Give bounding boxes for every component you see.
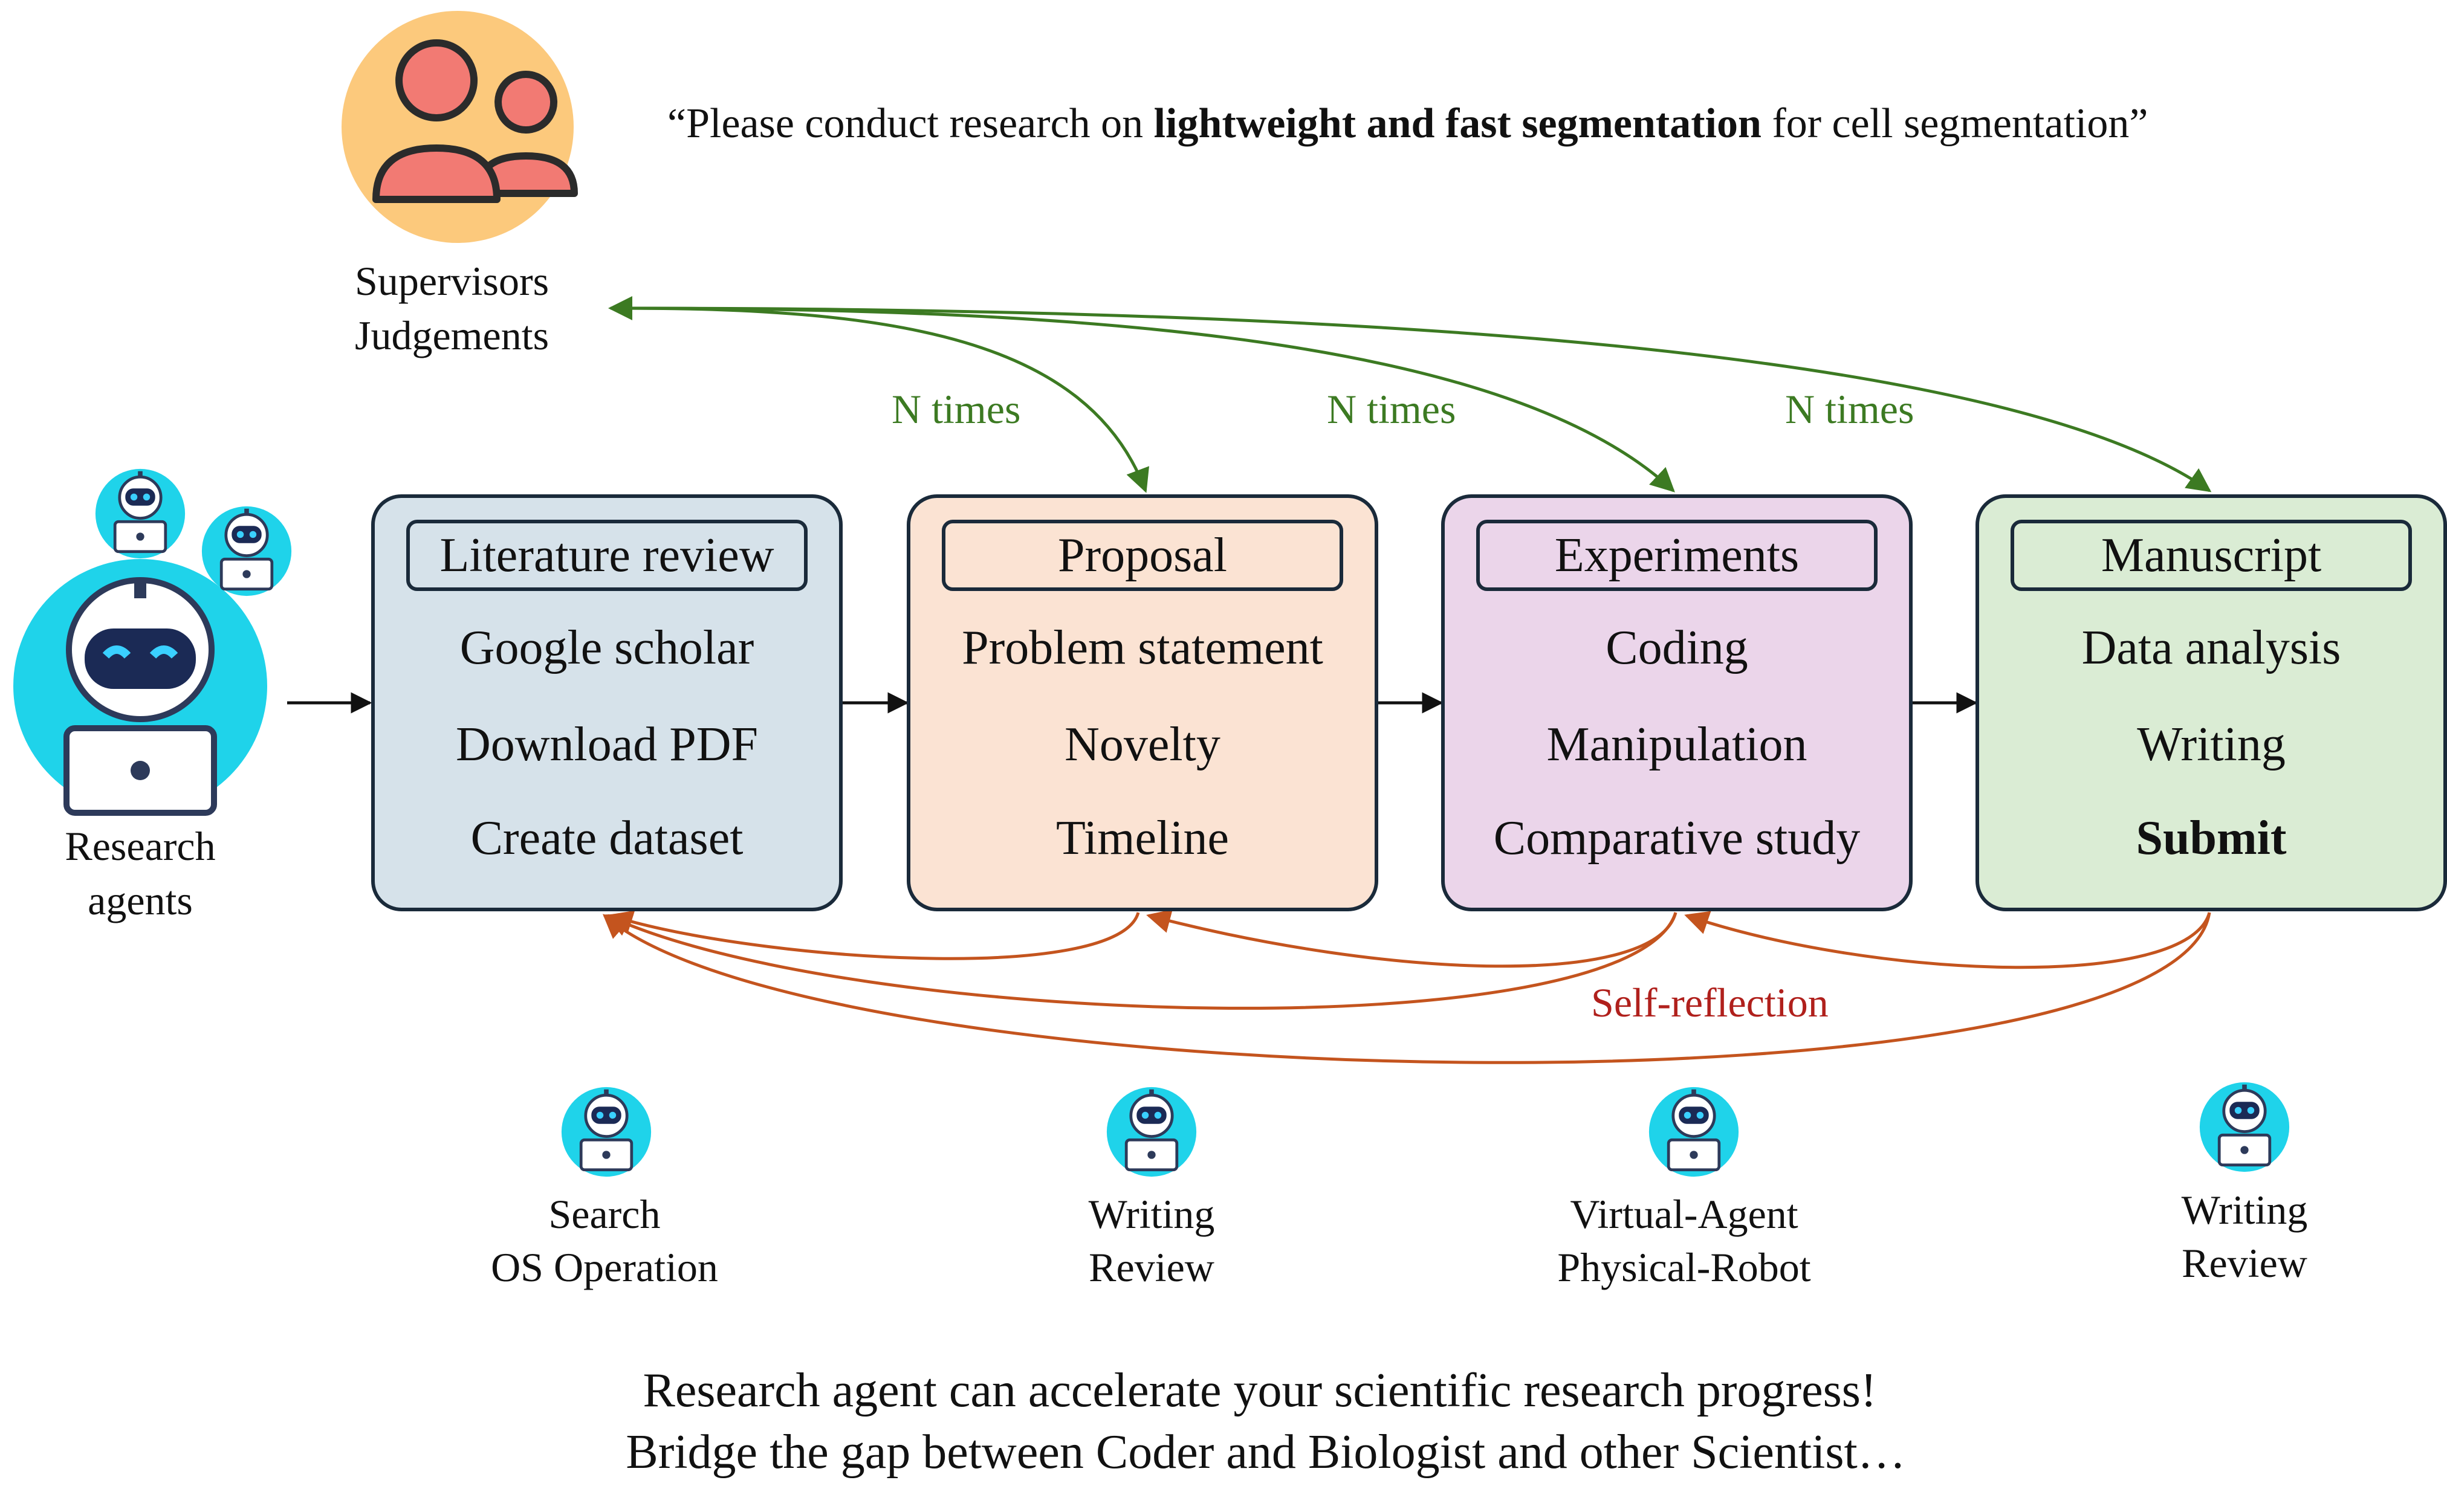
footer-text: Research agent can accelerate your scien… — [0, 1360, 2447, 1483]
reflection-arrow — [605, 912, 1677, 1010]
tool-label-line1: Writing — [2181, 1187, 2308, 1233]
stage-title: Manuscript — [2011, 520, 2412, 591]
reflection-arrow — [1684, 911, 2211, 969]
tool-label: Search OS Operation — [393, 1187, 816, 1294]
robot-icon — [562, 1087, 651, 1177]
agents-label: Research agents — [50, 819, 231, 928]
stage-item: Download PDF — [455, 718, 759, 771]
reflection-arrow — [608, 910, 1140, 960]
agents-label-line2: agents — [88, 877, 193, 923]
stage-item: Problem statement — [962, 621, 1323, 674]
robot-icon — [2200, 1082, 2289, 1172]
prompt-suffix: for cell segmentation” — [1761, 100, 2148, 147]
stage-title: Experiments — [1476, 520, 1878, 591]
users-icon — [342, 11, 578, 243]
prompt-emphasis: lightweight and fast segmentation — [1153, 100, 1762, 147]
supervisor-loops — [608, 296, 2212, 493]
stage-item: Submit — [2136, 812, 2287, 865]
supervisor-loop-manuscript — [621, 306, 2212, 493]
loop-label: N times — [1327, 386, 1456, 432]
tool-label-line1: Writing — [1088, 1191, 1215, 1237]
tool-label-line1: Search — [548, 1191, 661, 1237]
tool-label-line2: Review — [1089, 1244, 1214, 1290]
reflection-arrow — [1146, 909, 1677, 968]
tool-label-line1: Virtual-Agent — [1570, 1191, 1798, 1237]
robot-icon — [1107, 1087, 1196, 1177]
footer-line1: Research agent can accelerate your scien… — [643, 1364, 1877, 1417]
supervisor-loop-proposal — [621, 306, 1149, 493]
stage-item: Create dataset — [470, 812, 744, 865]
footer-line2: Bridge the gap between Coder and Biologi… — [626, 1426, 1906, 1479]
tool-label-line2: OS Operation — [491, 1244, 718, 1290]
research-prompt: “Please conduct research on lightweight … — [667, 97, 2148, 151]
stage-title: Proposal — [942, 520, 1343, 591]
stage-item: Google scholar — [459, 621, 754, 674]
reflection-arrow — [602, 912, 2211, 1064]
stage-title: Literature review — [406, 520, 808, 591]
stage-item: Manipulation — [1546, 718, 1807, 771]
loop-label: N times — [1785, 386, 1914, 432]
supervisor-label-line2: Judgements — [355, 312, 549, 358]
prompt-open-quote: “ — [667, 100, 687, 147]
tool-label-line2: Physical-Robot — [1557, 1244, 1811, 1290]
stage-item: Writing — [2137, 718, 2286, 771]
stage-item: Coding — [1606, 621, 1748, 674]
robot-icon — [13, 559, 267, 816]
loop-label: N times — [892, 386, 1021, 432]
supervisor-label: Supervisors Judgements — [355, 254, 549, 363]
agents-label-line1: Research — [65, 823, 216, 869]
reflection-loops — [602, 909, 2211, 1064]
stage-item: Timeline — [1056, 812, 1229, 865]
supervisor-label-line1: Supervisors — [355, 258, 549, 304]
tool-label-line2: Review — [2182, 1240, 2307, 1286]
stage-item: Comparative study — [1493, 812, 1861, 865]
stage-item: Data analysis — [2081, 621, 2341, 674]
stage-item: Novelty — [1065, 718, 1220, 771]
robot-icon — [1649, 1087, 1739, 1177]
reflection-label: Self-reflection — [1591, 980, 1829, 1026]
prompt-prefix: Please conduct research on — [686, 100, 1154, 147]
